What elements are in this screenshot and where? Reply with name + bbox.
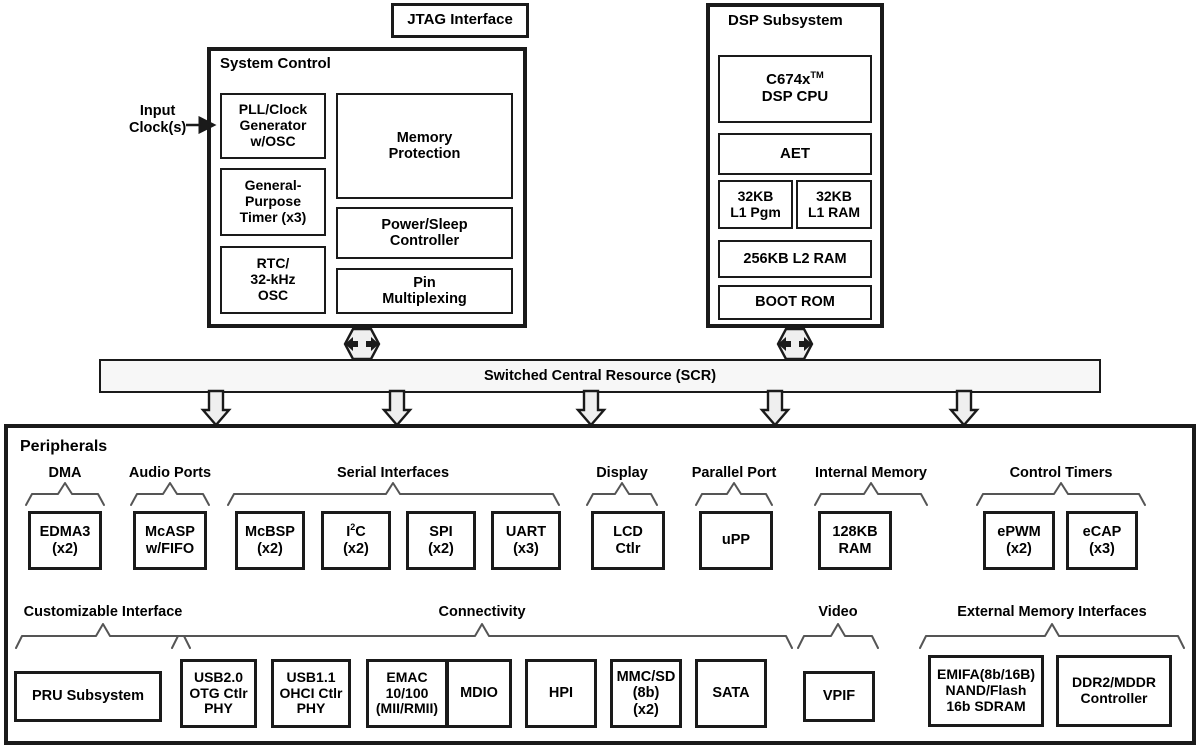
spi-label: SPI(x2) [428, 524, 454, 557]
ecap-box[interactable]: eCAP(x3) [1066, 511, 1138, 570]
l2-ram-label: 256KB L2 RAM [743, 250, 847, 267]
group-title-external-memory-interfaces: External Memory Interfaces [957, 604, 1147, 620]
group-title-customizable-interface: Customizable Interface [23, 604, 183, 620]
input-clock-line2: Clock(s) [129, 120, 187, 137]
jtag-interface-box[interactable]: JTAG Interface [391, 3, 529, 38]
l2-ram-box[interactable]: 256KB L2 RAM [718, 240, 872, 278]
uart-label: UART(x3) [505, 524, 547, 557]
scr-bar[interactable]: Switched Central Resource (SCR) [99, 359, 1101, 393]
vpif-label: VPIF [822, 688, 856, 705]
input-clock-line1: Input [139, 103, 176, 119]
sata-box[interactable]: SATA [695, 659, 767, 728]
group-title-display: Display [596, 465, 648, 481]
connector-scr-peripherals-2 [382, 389, 412, 427]
connector-syscontrol-scr [343, 327, 381, 361]
uart-box[interactable]: UART(x3) [491, 511, 561, 570]
connector-dsp-scr [776, 327, 814, 361]
edma3-label: EDMA3(x2) [39, 524, 91, 557]
i2c-label: I2C(x2) [343, 522, 369, 557]
group-title-audio-ports: Audio Ports [128, 465, 212, 481]
boot-rom-box[interactable]: BOOT ROM [718, 285, 872, 320]
group-title-control-timers: Control Timers [1009, 465, 1113, 481]
scr-label: Switched Central Resource (SCR) [483, 368, 717, 384]
i2c-box[interactable]: I2C(x2) [321, 511, 391, 570]
vpif-box[interactable]: VPIF [803, 671, 875, 722]
hpi-box[interactable]: HPI [525, 659, 597, 728]
mmc-sd-label: MMC/SD(8b)(x2) [616, 669, 676, 718]
epwm-label: ePWM(x2) [997, 524, 1041, 557]
group-title-parallel-port: Parallel Port [691, 465, 777, 481]
sata-label: SATA [712, 685, 750, 702]
aet-label: AET [780, 144, 810, 162]
input-clock-label: Input Clock(s) [129, 103, 186, 138]
mmc-sd-box[interactable]: MMC/SD(8b)(x2) [610, 659, 682, 728]
epwm-box[interactable]: ePWM(x2) [983, 511, 1055, 570]
aet-box[interactable]: AET [718, 133, 872, 175]
spi-box[interactable]: SPI(x2) [406, 511, 476, 570]
upp-label: uPP [721, 532, 751, 549]
group-title-dma: DMA [48, 465, 82, 481]
connector-scr-peripherals-4 [760, 389, 790, 427]
pru-subsystem-label: PRU Subsystem [31, 688, 144, 705]
boot-rom-label: BOOT ROM [755, 294, 835, 311]
mcbsp-box[interactable]: McBSP(x2) [235, 511, 305, 570]
pru-subsystem-box[interactable]: PRU Subsystem [14, 671, 162, 722]
upp-box[interactable]: uPP [699, 511, 773, 570]
group-title-video: Video [818, 604, 858, 620]
peripherals-title: Peripherals [20, 438, 108, 455]
group-title-connectivity: Connectivity [438, 604, 526, 620]
mdio-box[interactable]: MDIO [446, 659, 512, 728]
connector-scr-peripherals-3 [576, 389, 606, 427]
dsp-subsystem-title: DSP Subsystem [728, 12, 843, 29]
group-title-serial-interfaces: Serial Interfaces [336, 465, 450, 481]
edma3-box[interactable]: EDMA3(x2) [28, 511, 102, 570]
mdio-label: MDIO [460, 685, 498, 702]
ecap-label: eCAP(x3) [1082, 524, 1122, 557]
mcbsp-label: McBSP(x2) [245, 524, 295, 557]
hpi-label: HPI [548, 685, 574, 702]
group-title-internal-memory: Internal Memory [815, 465, 927, 481]
jtag-interface-label: JTAG Interface [407, 11, 513, 29]
connector-scr-peripherals-5 [949, 389, 979, 427]
connector-scr-peripherals-1 [201, 389, 231, 427]
system-control-title: System Control [220, 55, 331, 72]
